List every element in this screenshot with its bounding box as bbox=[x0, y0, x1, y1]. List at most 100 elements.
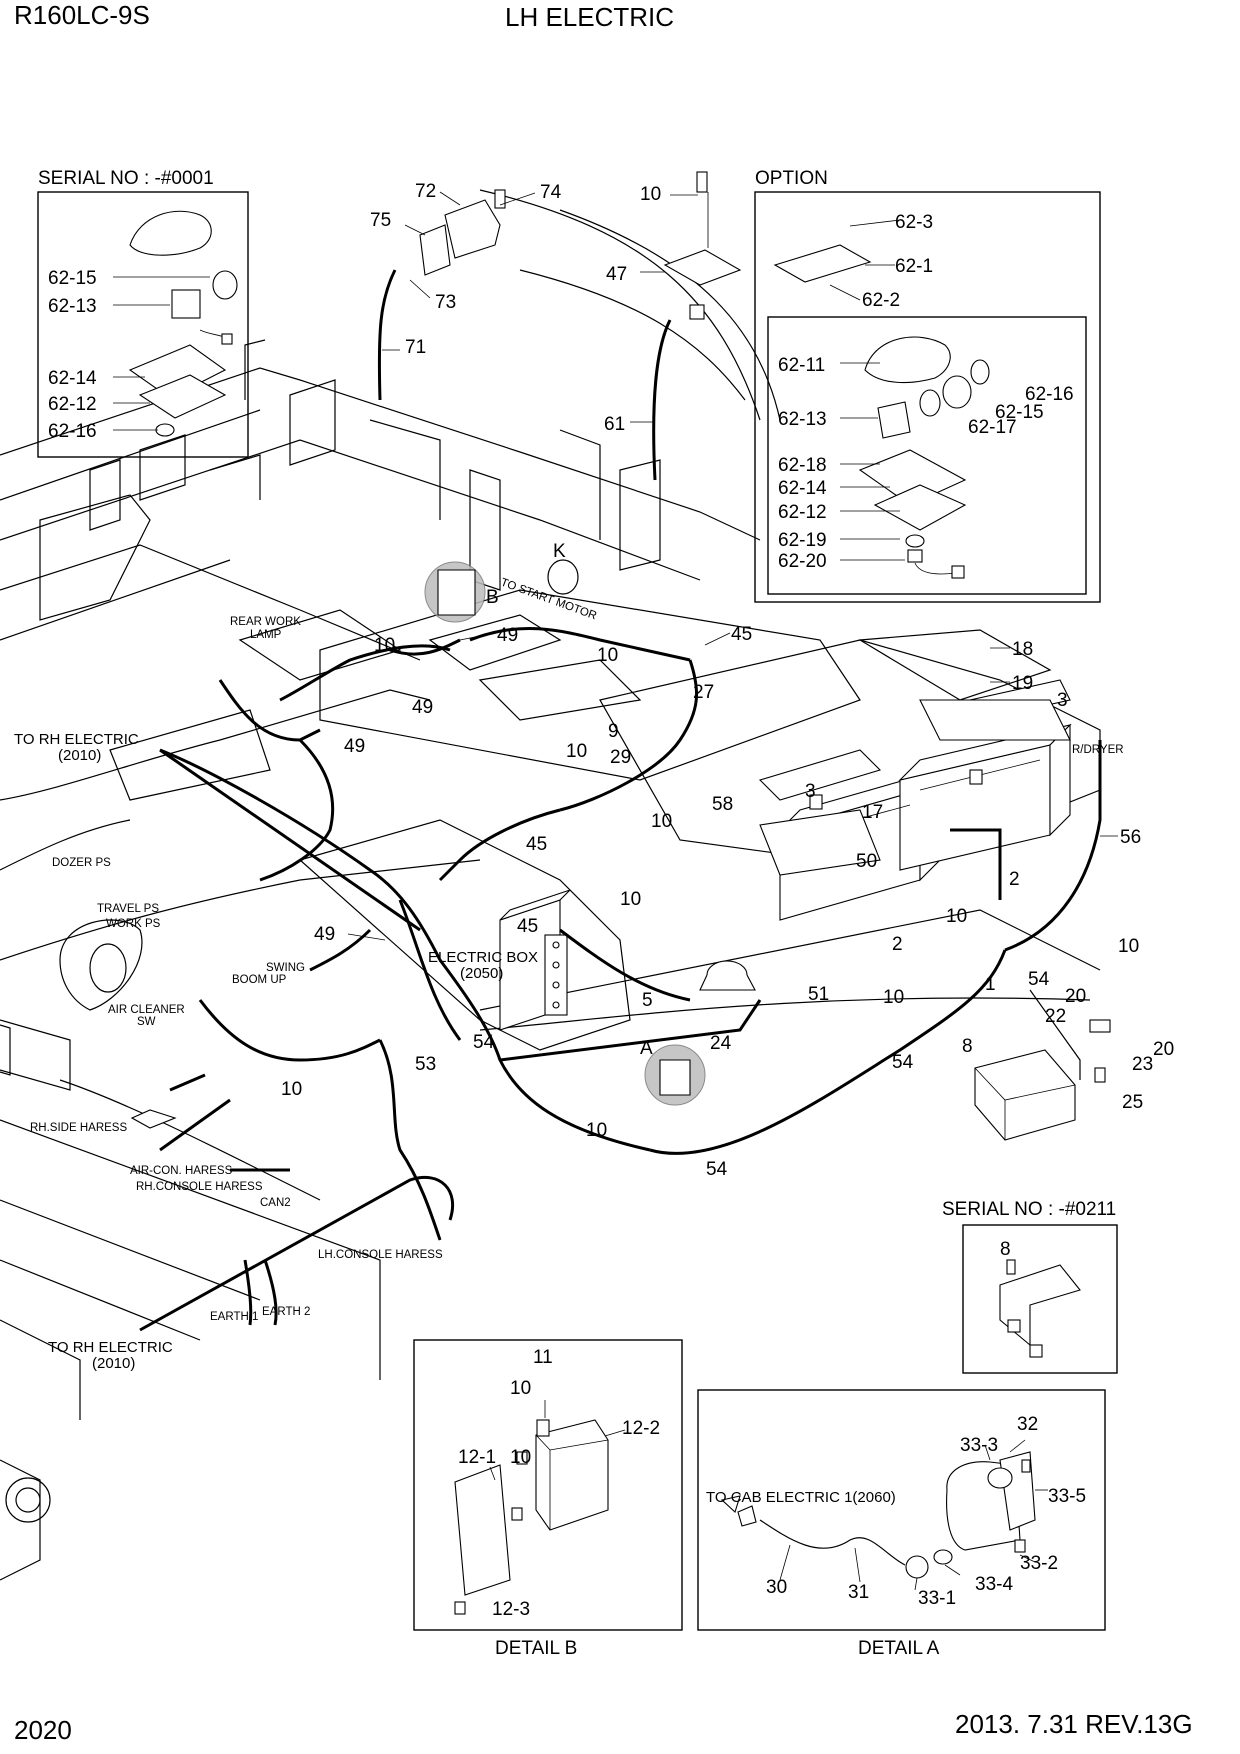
page-title: LH ELECTRIC bbox=[505, 2, 674, 32]
callout-62-19: 62-19 bbox=[778, 530, 827, 551]
callout-9: 9 bbox=[608, 721, 619, 742]
callout-10-k: 10 bbox=[510, 1378, 531, 1399]
callout-45-b: 45 bbox=[526, 834, 547, 855]
label-to-rh-electric-top: TO RH ELECTRIC bbox=[14, 731, 139, 748]
callout-25: 25 bbox=[1122, 1092, 1143, 1113]
label-to-cab-electric: TO CAB ELECTRIC 1(2060) bbox=[706, 1489, 896, 1506]
callout-62-15: 62-15 bbox=[48, 268, 97, 289]
callout-62-12: 62-12 bbox=[48, 394, 97, 415]
callout-62-13-option: 62-13 bbox=[778, 409, 827, 430]
callout-23: 23 bbox=[1132, 1054, 1153, 1075]
callout-50: 50 bbox=[856, 851, 877, 872]
cover-plates bbox=[759, 699, 1071, 876]
callout-10-h: 10 bbox=[883, 987, 904, 1008]
rh-side-arrow-icon bbox=[130, 1109, 177, 1129]
inset-option: OPTION 62-3 62-1 62-2 62-11 62-16 62-15 … bbox=[754, 168, 1101, 603]
callout-3-a: 3 bbox=[805, 781, 816, 802]
callout-62-2: 62-2 bbox=[862, 290, 900, 311]
label-r-dryer: R/DRYER bbox=[1072, 744, 1124, 756]
detail-a-label: DETAIL A bbox=[858, 1638, 940, 1659]
label-work-ps: WORK PS bbox=[106, 918, 161, 930]
callout-8-b: 8 bbox=[1000, 1239, 1011, 1260]
callout-33-5: 33-5 bbox=[1048, 1486, 1086, 1507]
bracket-8-assembly: 8 20 22 20 23 25 bbox=[962, 986, 1174, 1141]
callout-61: 61 bbox=[604, 414, 625, 435]
main-callouts: 10 49 49 49 45 10 27 9 10 29 58 10 45 10… bbox=[281, 624, 1141, 1180]
callout-30: 30 bbox=[766, 1577, 787, 1598]
inset-detail-a: 32 33-3 33-5 33-2 33-4 30 31 33-1 TO CAB… bbox=[697, 1389, 1106, 1659]
callout-19: 19 bbox=[1012, 673, 1033, 694]
callout-49-d: 49 bbox=[314, 924, 335, 945]
callout-31: 31 bbox=[848, 1582, 869, 1603]
k-marker: K bbox=[553, 541, 566, 562]
detail-b-marker: B bbox=[486, 587, 499, 608]
callout-62-16-option: 62-16 bbox=[1025, 384, 1074, 405]
wire-harness bbox=[139, 269, 1102, 1332]
callout-54-c: 54 bbox=[473, 1032, 495, 1053]
callout-33-4: 33-4 bbox=[975, 1574, 1013, 1595]
callout-72: 72 bbox=[415, 181, 436, 202]
callout-74: 74 bbox=[540, 182, 562, 203]
callout-62-3: 62-3 bbox=[895, 212, 933, 233]
label-earth1: EARTH 1 bbox=[210, 1311, 258, 1323]
callout-1: 1 bbox=[985, 974, 996, 995]
callout-33-1: 33-1 bbox=[918, 1588, 956, 1609]
callout-10-i: 10 bbox=[281, 1079, 302, 1100]
inset-option-label: OPTION bbox=[755, 168, 828, 189]
inset-serial-top-label: SERIAL NO : -#0001 bbox=[38, 168, 214, 189]
callout-54-b: 54 bbox=[892, 1052, 914, 1073]
electric-box bbox=[499, 889, 571, 1031]
k-ring bbox=[547, 559, 579, 595]
callout-73: 73 bbox=[435, 292, 456, 313]
inset-serial-bottom-label: SERIAL NO : -#0211 bbox=[942, 1199, 1116, 1220]
label-to-rh-electric-top-ref: (2010) bbox=[58, 747, 101, 764]
callout-8-a: 8 bbox=[962, 1036, 973, 1057]
callout-27: 27 bbox=[693, 682, 714, 703]
callout-20-a: 20 bbox=[1065, 986, 1086, 1007]
callout-62-14: 62-14 bbox=[48, 368, 97, 389]
callout-49-c: 49 bbox=[344, 736, 365, 757]
label-electric-box: ELECTRIC BOX bbox=[428, 949, 538, 966]
callout-10-a: 10 bbox=[374, 635, 395, 656]
horn bbox=[699, 960, 756, 991]
callout-62-17: 62-17 bbox=[968, 417, 1017, 438]
callout-10-b: 10 bbox=[597, 645, 618, 666]
label-rh-console-haress: RH.CONSOLE HARESS bbox=[136, 1181, 263, 1193]
callout-2-a: 2 bbox=[1009, 869, 1020, 890]
callout-24: 24 bbox=[710, 1033, 732, 1054]
callout-56: 56 bbox=[1120, 827, 1141, 848]
callout-62-18: 62-18 bbox=[778, 455, 827, 476]
callout-62-11: 62-11 bbox=[778, 355, 825, 376]
label-air-con-haress: AIR-CON. HARESS bbox=[130, 1165, 233, 1177]
callout-10-g: 10 bbox=[1118, 936, 1139, 957]
callout-10-j: 10 bbox=[586, 1120, 607, 1141]
revision-date: 2013. 7.31 REV.13G bbox=[955, 1709, 1193, 1739]
callout-12-1: 12-1 bbox=[458, 1447, 496, 1468]
label-to-rh-electric-bottom: TO RH ELECTRIC bbox=[48, 1339, 173, 1356]
callout-18: 18 bbox=[1012, 639, 1033, 660]
callout-11: 11 bbox=[533, 1347, 553, 1368]
callout-54-d: 54 bbox=[706, 1159, 728, 1180]
callout-5: 5 bbox=[642, 990, 653, 1011]
label-to-rh-electric-bottom-ref: (2010) bbox=[92, 1355, 135, 1372]
label-can2: CAN2 bbox=[260, 1197, 291, 1209]
label-rh-side-haress: RH.SIDE HARESS bbox=[30, 1122, 127, 1134]
callout-20-b: 20 bbox=[1153, 1039, 1174, 1060]
callout-45-a: 45 bbox=[731, 624, 752, 645]
callout-33-2: 33-2 bbox=[1020, 1553, 1058, 1574]
callout-62-16: 62-16 bbox=[48, 421, 97, 442]
detail-b-label: DETAIL B bbox=[495, 1638, 577, 1659]
callout-17: 17 bbox=[862, 802, 883, 823]
label-electric-box-ref: (2050) bbox=[460, 965, 503, 982]
work-lamp-parts: 72 74 75 73 71 10 47 61 bbox=[370, 171, 742, 435]
callout-62-1: 62-1 bbox=[895, 256, 933, 277]
callout-10-e: 10 bbox=[620, 889, 641, 910]
page-number: 2020 bbox=[14, 1715, 72, 1745]
callout-54-a: 54 bbox=[1028, 969, 1050, 990]
callout-51: 51 bbox=[808, 984, 829, 1005]
callout-12-2: 12-2 bbox=[622, 1418, 660, 1439]
label-rear-work-lamp-1: REAR WORK bbox=[230, 616, 301, 628]
label-air-cleaner-2: SW bbox=[137, 1016, 156, 1028]
callout-2-b: 2 bbox=[892, 934, 903, 955]
callout-10-f: 10 bbox=[946, 906, 967, 927]
